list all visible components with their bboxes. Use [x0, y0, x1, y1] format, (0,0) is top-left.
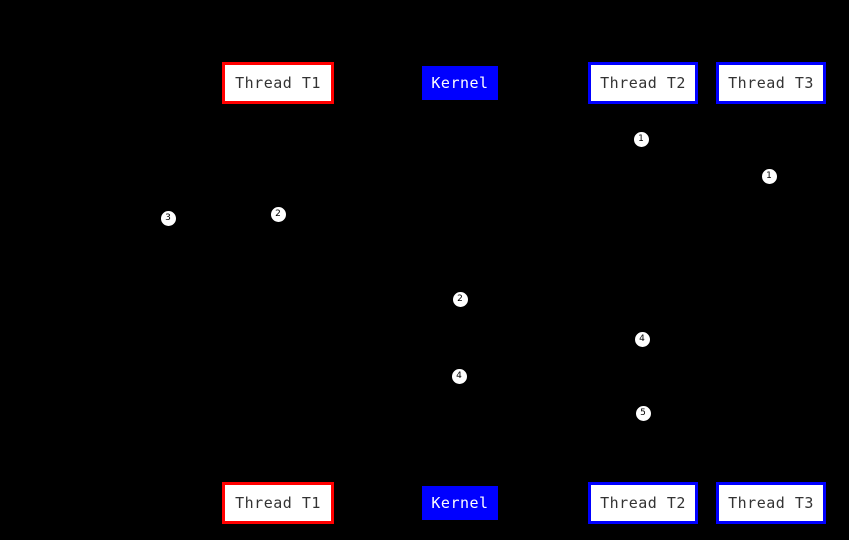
participant-label: Thread T1 — [235, 73, 321, 92]
participant-head-kernel[interactable]: Kernel — [422, 66, 498, 100]
participant-label: Thread T1 — [235, 493, 321, 512]
message-arrow — [460, 139, 643, 140]
participant-foot-thread-t2[interactable]: Thread T2 — [588, 482, 698, 524]
lifeline-t1 — [278, 104, 279, 482]
participant-foot-kernel[interactable]: Kernel — [422, 486, 498, 520]
lifeline-t2 — [643, 104, 644, 482]
step-badge: 1 — [633, 131, 649, 147]
step-badge: 3 — [160, 210, 176, 226]
participant-head-thread-t3[interactable]: Thread T3 — [716, 62, 826, 104]
step-badge: 1 — [761, 168, 777, 184]
message-arrow — [278, 214, 460, 215]
step-badge: 4 — [451, 368, 467, 384]
message-arrow — [643, 413, 771, 414]
message-arrow — [278, 299, 460, 300]
step-badge: 2 — [452, 291, 468, 307]
participant-head-thread-t1[interactable]: Thread T1 — [222, 62, 334, 104]
message-arrow — [460, 176, 771, 177]
participant-label: Thread T3 — [728, 73, 814, 92]
participant-label: Thread T2 — [600, 493, 686, 512]
participant-label: Kernel — [431, 73, 489, 92]
step-badge: 5 — [635, 405, 651, 421]
participant-label: Kernel — [431, 493, 489, 512]
participant-label: Thread T2 — [600, 73, 686, 92]
lifeline-t3 — [771, 104, 772, 482]
message-arrow — [168, 218, 278, 219]
step-badge: 2 — [270, 206, 286, 222]
participant-foot-thread-t1[interactable]: Thread T1 — [222, 482, 334, 524]
participant-foot-thread-t3[interactable]: Thread T3 — [716, 482, 826, 524]
message-arrow — [460, 339, 643, 340]
participant-label: Thread T3 — [728, 493, 814, 512]
step-badge: 4 — [634, 331, 650, 347]
message-arrow — [278, 376, 460, 377]
participant-head-thread-t2[interactable]: Thread T2 — [588, 62, 698, 104]
